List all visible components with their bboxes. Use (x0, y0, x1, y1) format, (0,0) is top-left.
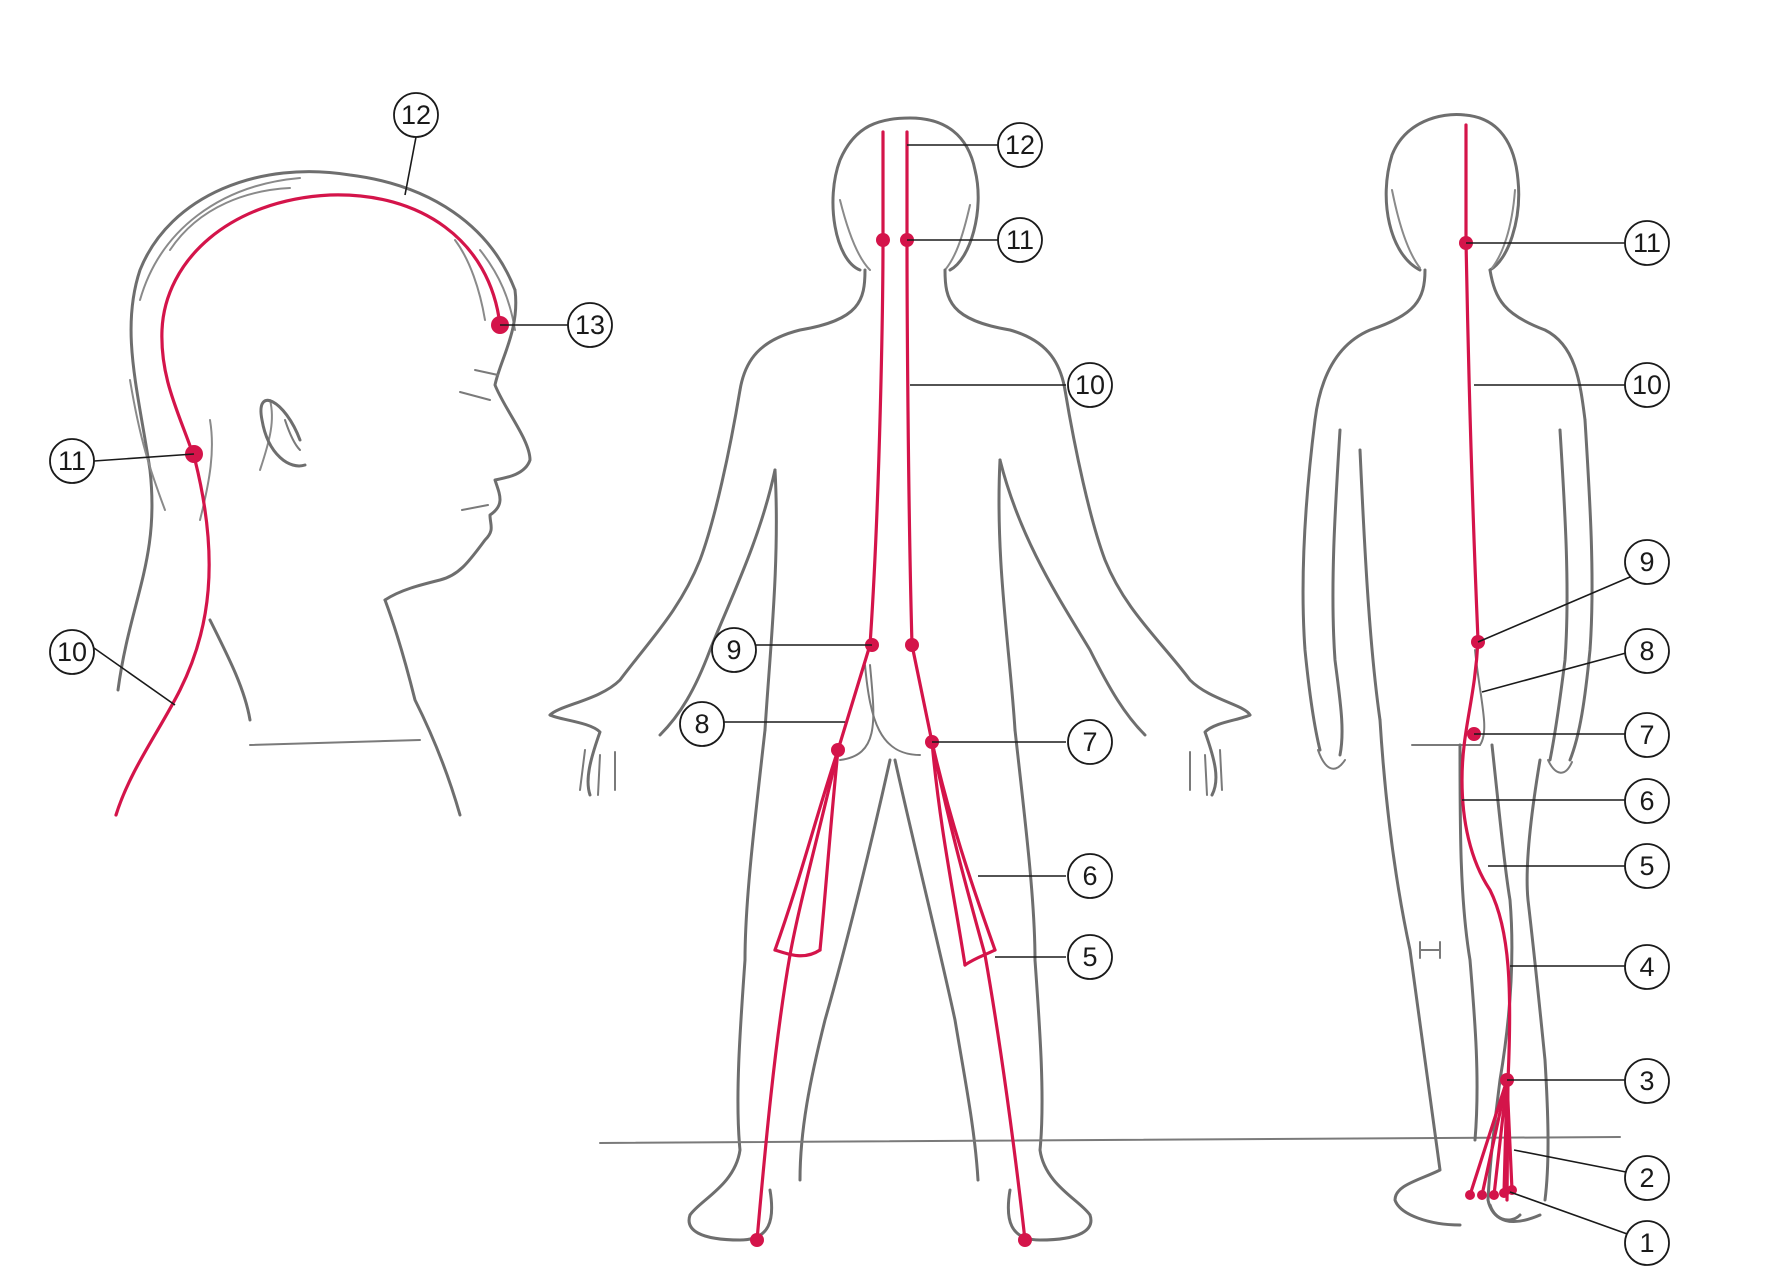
back-callout-7: 7 (1067, 719, 1113, 765)
back-acupoint-9-right (905, 638, 919, 652)
head-leaders (93, 136, 568, 706)
back-acupoint-8 (831, 743, 845, 757)
side-callout-11: 11 (1624, 220, 1670, 266)
back-body-outline (548, 116, 1621, 1242)
side-callout-11-label: 11 (1633, 228, 1661, 258)
head-acupoints (185, 316, 509, 463)
side-callout-10: 10 (1624, 362, 1670, 408)
head-callout-12: 12 (393, 92, 439, 138)
head-callout-12-label: 12 (401, 100, 431, 130)
back-callout-10: 10 (1067, 362, 1113, 408)
side-acupoint-1d (1499, 1188, 1509, 1198)
back-callout-9-label: 9 (726, 635, 741, 665)
back-callout-5: 5 (1067, 934, 1113, 980)
head-callout-10-label: 10 (57, 637, 87, 667)
back-acupoint-foot-left (750, 1233, 764, 1247)
side-meridian-lines (1460, 123, 1514, 1202)
back-callout-12: 12 (997, 122, 1043, 168)
side-callout-2: 2 (1624, 1155, 1670, 1201)
side-callout-6: 6 (1624, 778, 1670, 824)
side-callout-9-label: 9 (1639, 547, 1654, 577)
back-callout-7-label: 7 (1082, 727, 1097, 757)
back-meridian-lines (755, 130, 1027, 1242)
back-callout-6-label: 6 (1082, 861, 1097, 891)
head-callouts: 12 13 11 10 (49, 92, 613, 675)
side-callout-3-label: 3 (1639, 1066, 1654, 1096)
back-callout-8: 8 (679, 701, 725, 747)
side-acupoint-1c (1489, 1190, 1499, 1200)
side-callout-9: 9 (1624, 539, 1670, 585)
side-callout-4-label: 4 (1639, 952, 1654, 982)
side-acupoint-1a (1465, 1190, 1475, 1200)
head-outline (116, 170, 532, 817)
side-callout-2-label: 2 (1639, 1163, 1654, 1193)
side-callout-1: 1 (1624, 1220, 1670, 1266)
side-callout-10-label: 10 (1632, 370, 1662, 400)
head-meridian-line (114, 193, 502, 817)
side-leaders (1462, 242, 1631, 1236)
head-callout-11: 11 (49, 438, 95, 484)
side-callout-5: 5 (1624, 843, 1670, 889)
side-callout-7-label: 7 (1639, 720, 1654, 750)
back-callouts: 12 11 10 9 8 7 (679, 122, 1113, 980)
back-callout-10-label: 10 (1075, 370, 1105, 400)
side-acupoint-1b (1477, 1190, 1487, 1200)
side-callout-8: 8 (1624, 628, 1670, 674)
back-leaders (724, 144, 1066, 958)
back-callout-12-label: 12 (1005, 130, 1035, 160)
back-acupoint-foot-right (1018, 1233, 1032, 1247)
back-callout-8-label: 8 (694, 709, 709, 739)
side-callout-5-label: 5 (1639, 851, 1654, 881)
side-callout-7: 7 (1624, 712, 1670, 758)
side-callouts: 11 10 9 8 7 6 (1624, 220, 1670, 1266)
side-callout-6-label: 6 (1639, 786, 1654, 816)
side-body-view: 11 10 9 8 7 6 (1301, 113, 1670, 1266)
side-callout-3: 3 (1624, 1058, 1670, 1104)
back-callout-9: 9 (711, 627, 757, 673)
back-acupoint-11-left (876, 233, 890, 247)
side-callout-1-label: 1 (1639, 1228, 1654, 1258)
back-callout-6: 6 (1067, 853, 1113, 899)
back-callout-11-label: 11 (1006, 225, 1034, 255)
back-body-view: 12 11 10 9 8 7 (548, 116, 1621, 1247)
back-callout-5-label: 5 (1082, 942, 1097, 972)
head-callout-13-label: 13 (575, 310, 605, 340)
side-acupoint-1e (1507, 1185, 1517, 1195)
side-callout-8-label: 8 (1639, 636, 1654, 666)
head-profile-view: 12 13 11 10 (49, 92, 613, 817)
side-body-outline (1301, 113, 1594, 1227)
head-callout-11-label: 11 (58, 446, 86, 476)
back-callout-11: 11 (997, 217, 1043, 263)
side-callout-4: 4 (1624, 944, 1670, 990)
head-callout-10: 10 (49, 629, 95, 675)
head-callout-13: 13 (567, 302, 613, 348)
